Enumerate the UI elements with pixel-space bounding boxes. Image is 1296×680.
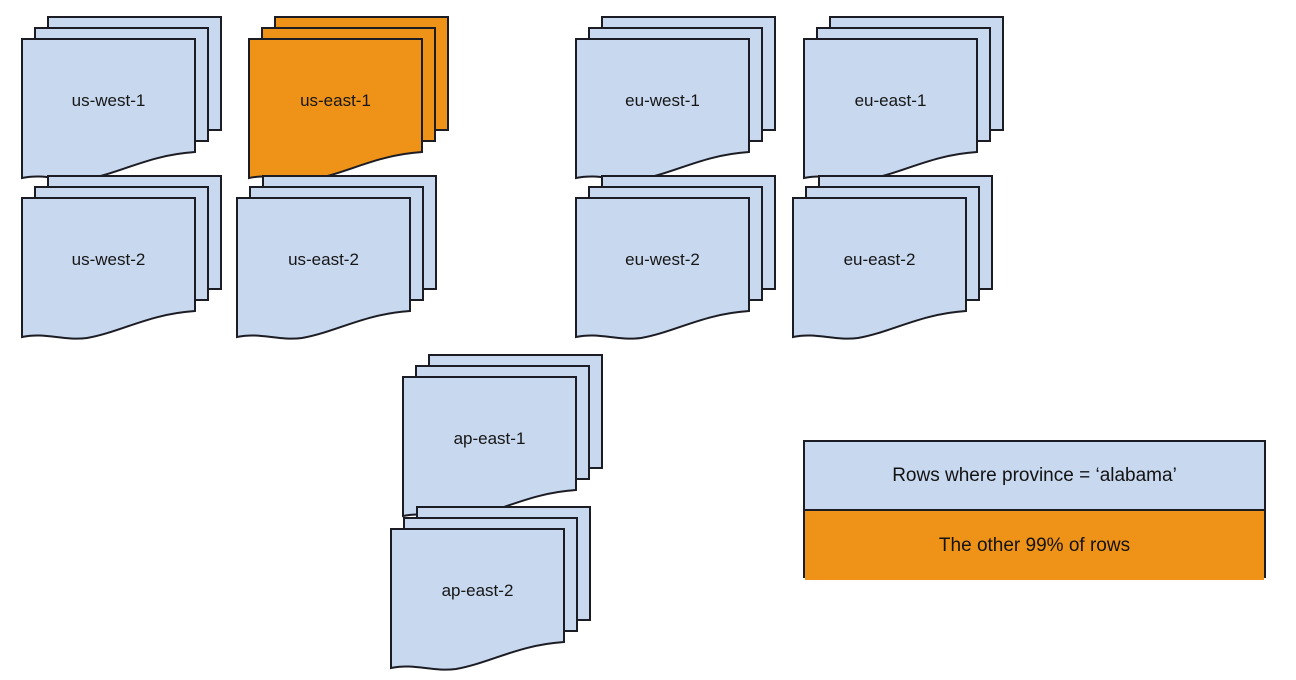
document-stack-shape (248, 16, 449, 181)
legend-row-matching-rows: Rows where province = ‘alabama’ (805, 442, 1264, 511)
document-stack-eu-east-2[interactable]: eu-east-2 (792, 175, 995, 348)
document-stack-eu-west-2[interactable]: eu-west-2 (575, 175, 778, 348)
document-sheet-front (575, 38, 750, 181)
document-stack-shape (792, 175, 993, 340)
document-sheet-front (236, 197, 411, 340)
document-stack-shape (390, 506, 591, 671)
document-stack-us-east-2[interactable]: us-east-2 (236, 175, 439, 348)
document-sheet-front (792, 197, 967, 340)
document-stack-shape (575, 175, 776, 340)
document-stack-shape (402, 354, 603, 519)
document-stack-ap-east-2[interactable]: ap-east-2 (390, 506, 593, 679)
document-stack-shape (803, 16, 1004, 181)
document-sheet-front (21, 197, 196, 340)
document-sheet-front (21, 38, 196, 181)
document-stack-shape (21, 16, 222, 181)
document-stack-us-east-1[interactable]: us-east-1 (248, 16, 451, 189)
document-sheet-front (248, 38, 423, 181)
document-stack-us-west-1[interactable]: us-west-1 (21, 16, 224, 189)
legend-row-other-rows: The other 99% of rows (805, 511, 1264, 580)
document-stack-us-west-2[interactable]: us-west-2 (21, 175, 224, 348)
document-sheet-front (575, 197, 750, 340)
document-stack-eu-east-1[interactable]: eu-east-1 (803, 16, 1006, 189)
document-sheet-front (390, 528, 565, 671)
legend: Rows where province = ‘alabama’ The othe… (803, 440, 1266, 580)
document-stack-shape (575, 16, 776, 181)
document-stack-shape (236, 175, 437, 340)
document-sheet-front (402, 376, 577, 519)
document-stack-ap-east-1[interactable]: ap-east-1 (402, 354, 605, 527)
legend-label-other-rows: The other 99% of rows (938, 534, 1131, 556)
legend-label-matching-rows: Rows where province = ‘alabama’ (892, 464, 1177, 486)
document-stack-eu-west-1[interactable]: eu-west-1 (575, 16, 778, 189)
document-sheet-front (803, 38, 978, 181)
document-stack-shape (21, 175, 222, 340)
